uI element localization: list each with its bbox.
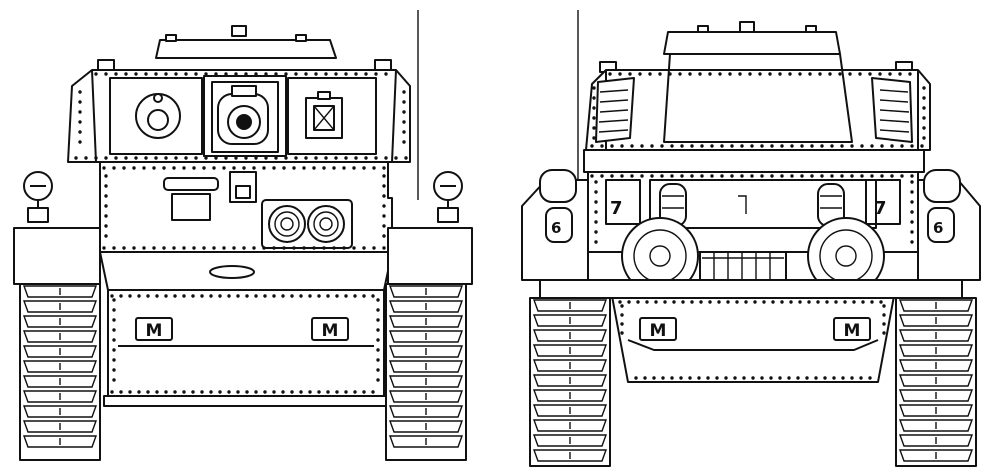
front-hull	[99, 161, 393, 407]
turret-vent-left	[595, 77, 635, 143]
headlamp-left	[23, 171, 53, 223]
vision-port	[305, 91, 343, 139]
tail-light-right: 6	[923, 169, 961, 243]
rear-hull: 7 7	[539, 171, 963, 383]
rear-rivets	[590, 72, 926, 380]
marking-letter: M	[844, 321, 861, 341]
main-gun	[217, 85, 269, 145]
marking-letter: M	[650, 321, 667, 341]
rear-fenders: 6 6	[521, 169, 981, 281]
front-track-left	[19, 283, 101, 461]
mantlet-frame	[203, 75, 287, 157]
front-marking-right: M	[311, 317, 349, 341]
front-cupola	[97, 25, 392, 71]
front-track-right	[385, 283, 467, 461]
front-turret	[67, 69, 411, 163]
rear-turret	[583, 53, 931, 173]
rear-marking-right: M	[833, 317, 871, 341]
rear-marking-left: M	[639, 317, 677, 341]
marking-letter: M	[322, 321, 339, 341]
fender-number-left: 7	[610, 198, 623, 219]
rear-cupola	[599, 21, 913, 73]
turret-left-plate	[109, 77, 203, 155]
fender-number-right: 7	[874, 198, 887, 219]
front-view: M M	[13, 10, 473, 461]
rear-track-right	[895, 297, 977, 467]
front-rivets	[74, 72, 408, 394]
coax-mount	[135, 93, 181, 139]
front-marking-left: M	[135, 317, 173, 341]
headlamp-right	[433, 171, 463, 223]
turret-right-plate	[287, 77, 377, 155]
track-number-right: 6	[933, 219, 943, 237]
driver-periscopes	[261, 199, 353, 249]
rear-view: 7 7	[521, 10, 981, 467]
tail-light-left: 6	[539, 169, 577, 243]
front-fenders	[13, 171, 473, 285]
track-number-left: 6	[551, 219, 561, 237]
marking-letter: M	[146, 321, 163, 341]
turret-vent-right	[871, 77, 913, 143]
rear-track-left	[529, 297, 611, 467]
